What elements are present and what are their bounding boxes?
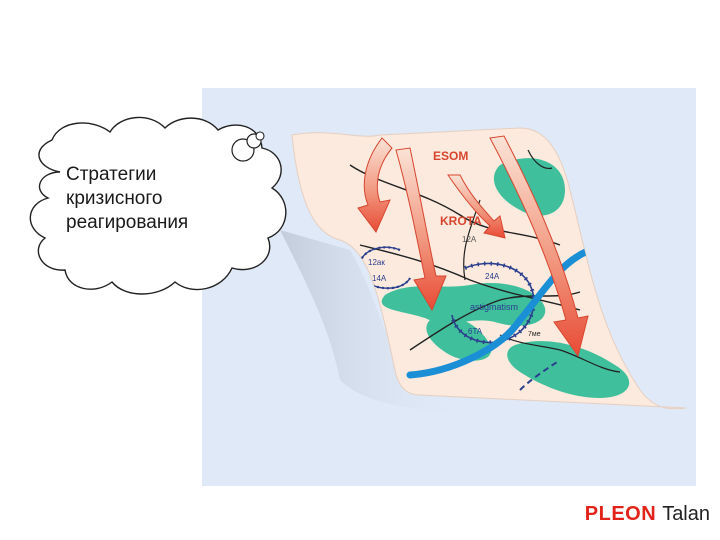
map-paper: [291, 127, 687, 410]
isobar-line-1: [349, 164, 561, 246]
map-label-12ak: 12ак: [368, 258, 385, 267]
map-label-14a: 14A: [372, 274, 387, 283]
cloud-title: Стратегии кризисного реагирования: [66, 164, 189, 233]
teal-region-lower: [426, 316, 492, 361]
map-label-astigmatism: astigmatism: [470, 302, 518, 312]
map-label-7me: 7ме: [528, 331, 541, 338]
isobar-line-3: [409, 291, 581, 351]
arrow-middle: [395, 147, 447, 312]
logo-brand: PLEON: [584, 503, 657, 525]
arrow-center-curve: [447, 174, 506, 239]
arrow-right-long: [489, 135, 589, 358]
map-label-esom: ESOM: [433, 149, 468, 163]
logo-subtitle: Talan: [662, 503, 710, 525]
blue-current-line: [406, 246, 594, 379]
front-line-dashed: [519, 359, 561, 391]
map-label-krota: KROTA: [440, 214, 482, 228]
thought-cloud: [29, 116, 287, 295]
isobar-line-5: [527, 149, 553, 170]
isobar-line-2: [359, 244, 581, 311]
isobar-line-6: [499, 334, 621, 373]
arrow-left-curl: [357, 137, 393, 233]
thought-bubble-small: [255, 131, 265, 141]
paper-shadow: [280, 230, 470, 412]
map-label-6ta: 6TA: [468, 327, 483, 336]
front-circle-right: [451, 262, 535, 344]
map-label-24a: 24A: [485, 272, 500, 281]
map-label-12a: 12A: [462, 235, 477, 244]
teal-region-bottom: [507, 341, 630, 398]
